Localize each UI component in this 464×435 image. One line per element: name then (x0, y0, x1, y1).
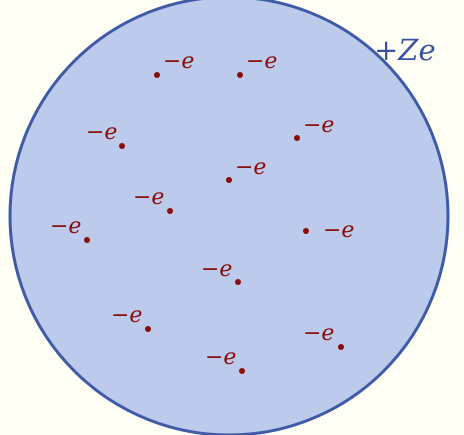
electron-label: −e (303, 113, 334, 138)
electron-label: −e (111, 303, 142, 328)
electron-dot (119, 143, 125, 149)
electron-label: −e (133, 185, 164, 210)
electron-label: −e (201, 257, 232, 282)
electron-label: −e (205, 345, 236, 370)
electron-dot (303, 228, 309, 234)
electron-label: −e (50, 214, 81, 239)
electron-label: −e (323, 218, 354, 243)
electron-dot (226, 177, 232, 183)
electron-dot (237, 72, 243, 78)
electron-dot (294, 135, 300, 141)
electron-label: −e (235, 155, 266, 180)
electron-label: −e (86, 120, 117, 145)
electron-dot (167, 208, 173, 214)
electron-dot (239, 368, 245, 374)
electron-dot (145, 326, 151, 332)
electron-dot (154, 72, 160, 78)
electron-label: −e (163, 49, 194, 74)
positive-sphere (8, 0, 450, 435)
electron-label: −e (246, 49, 277, 74)
nucleus-charge-label: +Ze (374, 33, 436, 67)
electron-dot (235, 279, 241, 285)
electron-label: −e (303, 321, 334, 346)
electron-dot (338, 344, 344, 350)
electron-dot (84, 237, 90, 243)
